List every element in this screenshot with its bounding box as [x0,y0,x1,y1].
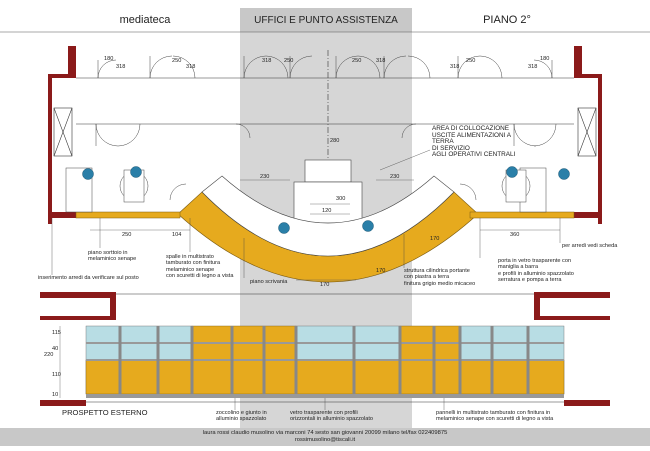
dim-label: 115 [52,330,61,336]
label-area-collocazione: AREA DI COLLOCAZIONE USCITE ALIMENTAZION… [432,125,516,159]
dim-label: 170 [320,282,330,288]
header-uffici: UFFICI E PUNTO ASSISTENZA [240,8,412,32]
header-mediateca: mediateca [119,14,171,26]
aluminium-skirting [86,394,564,398]
dim-label: 250 [466,58,476,64]
dim-label: 300 [336,196,346,202]
footer-address: laura rossi claudio musolino via marconi… [202,430,448,436]
dim-label: 230 [390,174,400,180]
chair-icon [278,222,290,234]
dim-label: 180 [540,56,550,62]
dim-label: 360 [510,232,520,238]
label-piano-sorttoio: piano sorttoio in melaminico senape [88,250,137,263]
right-counter [469,211,575,219]
label-zoccolino: zoccolino e giunto in alluminio spazzola… [216,410,267,423]
dim-label: 250 [352,58,362,64]
dim-label: 180 [104,56,114,62]
dim-label: 10 [52,392,59,398]
footer: laura rossi claudio musolino via marconi… [0,428,650,446]
dim-label: 110 [52,372,61,378]
dim-label: 318 [450,64,460,70]
senape-panel [459,359,565,395]
elevation-walls [40,292,610,406]
dim-label: 318 [376,58,386,64]
dim-label: 318 [116,64,126,70]
label-spalle: spalle in multistrato tamburato con fini… [166,254,234,280]
dim-label: 104 [172,232,182,238]
senape-panel [85,359,193,395]
dim-label: 120 [322,208,332,214]
central-desk [293,159,363,259]
dim-label: 250 [122,232,132,238]
label-struttura: struttura cilindrica portante con piastr… [404,268,476,287]
dim-label: 280 [330,138,340,144]
door-swings [95,55,557,201]
dim-label: 250 [284,58,294,64]
dim-label: 170 [430,236,440,242]
dim-label: 170 [376,268,386,274]
dim-label: 250 [172,58,182,64]
dim-label: 318 [186,64,196,70]
chair-icon [82,168,94,180]
chair-icon [558,168,570,180]
chair-icon [506,166,518,178]
senape-panel [295,359,401,395]
aluminium-profiles [118,326,530,394]
plan-walls [48,46,602,224]
label-vetro: vetro trasparente con profili orizzontal… [290,410,374,423]
header-piano: PIANO 2° [483,14,531,26]
label-porta: porta in vetro trasparente con maniglia … [498,258,574,284]
dim-label: 318 [528,64,538,70]
desk-work-surface [201,175,455,257]
label-pannelli: pannelli in multistrato tamburato con fi… [436,410,554,423]
chair-icon [130,166,142,178]
label-inserimento-arredi: inserimento arredi da verificare sul pos… [38,275,139,281]
label-arredi-scheda: per arredi vedi scheda [562,243,618,249]
dim-label: 40 [52,346,59,352]
dim-label: 230 [260,174,270,180]
left-counter [75,211,181,219]
label-piano-scrivania: piano scrivania [250,279,288,285]
dim-label: 318 [262,58,272,64]
dim-label: 220 [44,352,54,358]
footer-email: rossimusolino@tiscali.it [294,437,356,443]
label-prospetto-esterno: PROSPETTO ESTERNO [62,408,148,417]
chair-icon [362,220,374,232]
